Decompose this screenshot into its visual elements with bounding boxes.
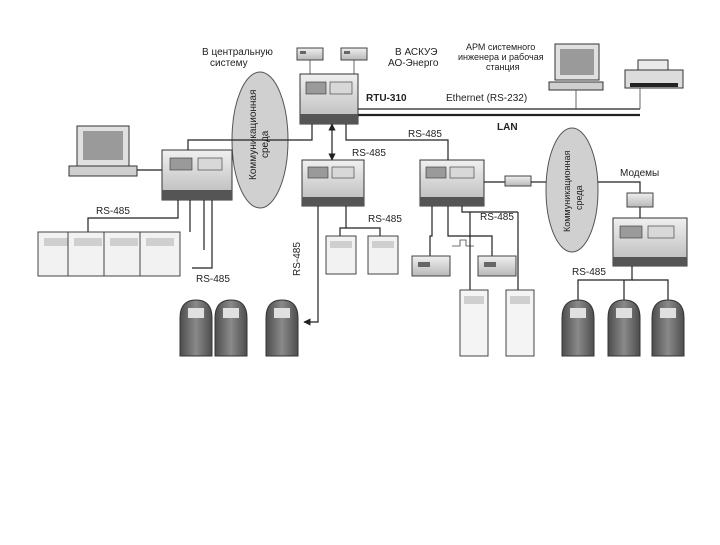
comm-medium-right xyxy=(545,127,599,253)
meter-group-right xyxy=(459,289,535,357)
label-comm-right-2: среда xyxy=(574,185,584,210)
dark-meters-left xyxy=(179,299,299,357)
concentrator-far-right xyxy=(612,217,688,267)
printer xyxy=(624,59,684,89)
label-rtu: RTU-310 xyxy=(366,93,407,104)
modem-top-right xyxy=(340,47,368,61)
engineer-workstation xyxy=(68,125,138,177)
concentrator-right xyxy=(419,159,485,207)
label-comm-left-1: Коммуникационная xyxy=(248,90,259,180)
label-askue-1: В АСКУЭ xyxy=(395,47,437,58)
label-askue-2: АО-Энерго xyxy=(388,58,439,69)
label-ethernet: Ethernet (RS-232) xyxy=(446,93,527,104)
dark-meters-right xyxy=(561,299,685,357)
label-central-1: В центральную xyxy=(202,47,273,58)
concentrator-middle xyxy=(301,159,365,207)
label-arm-2: инженера и рабочая xyxy=(458,52,544,62)
label-central-2: систему xyxy=(210,58,248,69)
label-modems: Модемы xyxy=(620,168,659,179)
label-rs485-vertical: RS-485 xyxy=(292,242,303,276)
meter-group-middle xyxy=(325,235,399,275)
label-comm-left-2: среда xyxy=(260,130,271,158)
label-rs485-far-right: RS-485 xyxy=(572,267,606,278)
label-lan: LAN xyxy=(497,122,518,133)
counter-devices-right xyxy=(411,255,517,277)
modem-line-right xyxy=(504,175,532,187)
workstation-computer xyxy=(548,43,604,91)
rtu-310-device xyxy=(299,73,359,125)
label-arm-1: АРМ системного xyxy=(466,42,535,52)
modem-right xyxy=(626,192,654,208)
label-arm-3: станция xyxy=(486,62,520,72)
meter-group-left xyxy=(37,231,181,277)
label-rs485-top: RS-485 xyxy=(408,129,442,140)
label-rs485-left: RS-485 xyxy=(96,206,130,217)
concentrator-left xyxy=(161,149,233,201)
label-rs485-left-bottom: RS-485 xyxy=(196,274,230,285)
label-rs485-right: RS-485 xyxy=(480,212,514,223)
label-comm-right-1: Коммуникационная xyxy=(562,151,572,232)
label-rs485-mid: RS-485 xyxy=(352,148,386,159)
modem-top-left xyxy=(296,47,324,61)
label-rs485-mid-right: RS-485 xyxy=(368,214,402,225)
